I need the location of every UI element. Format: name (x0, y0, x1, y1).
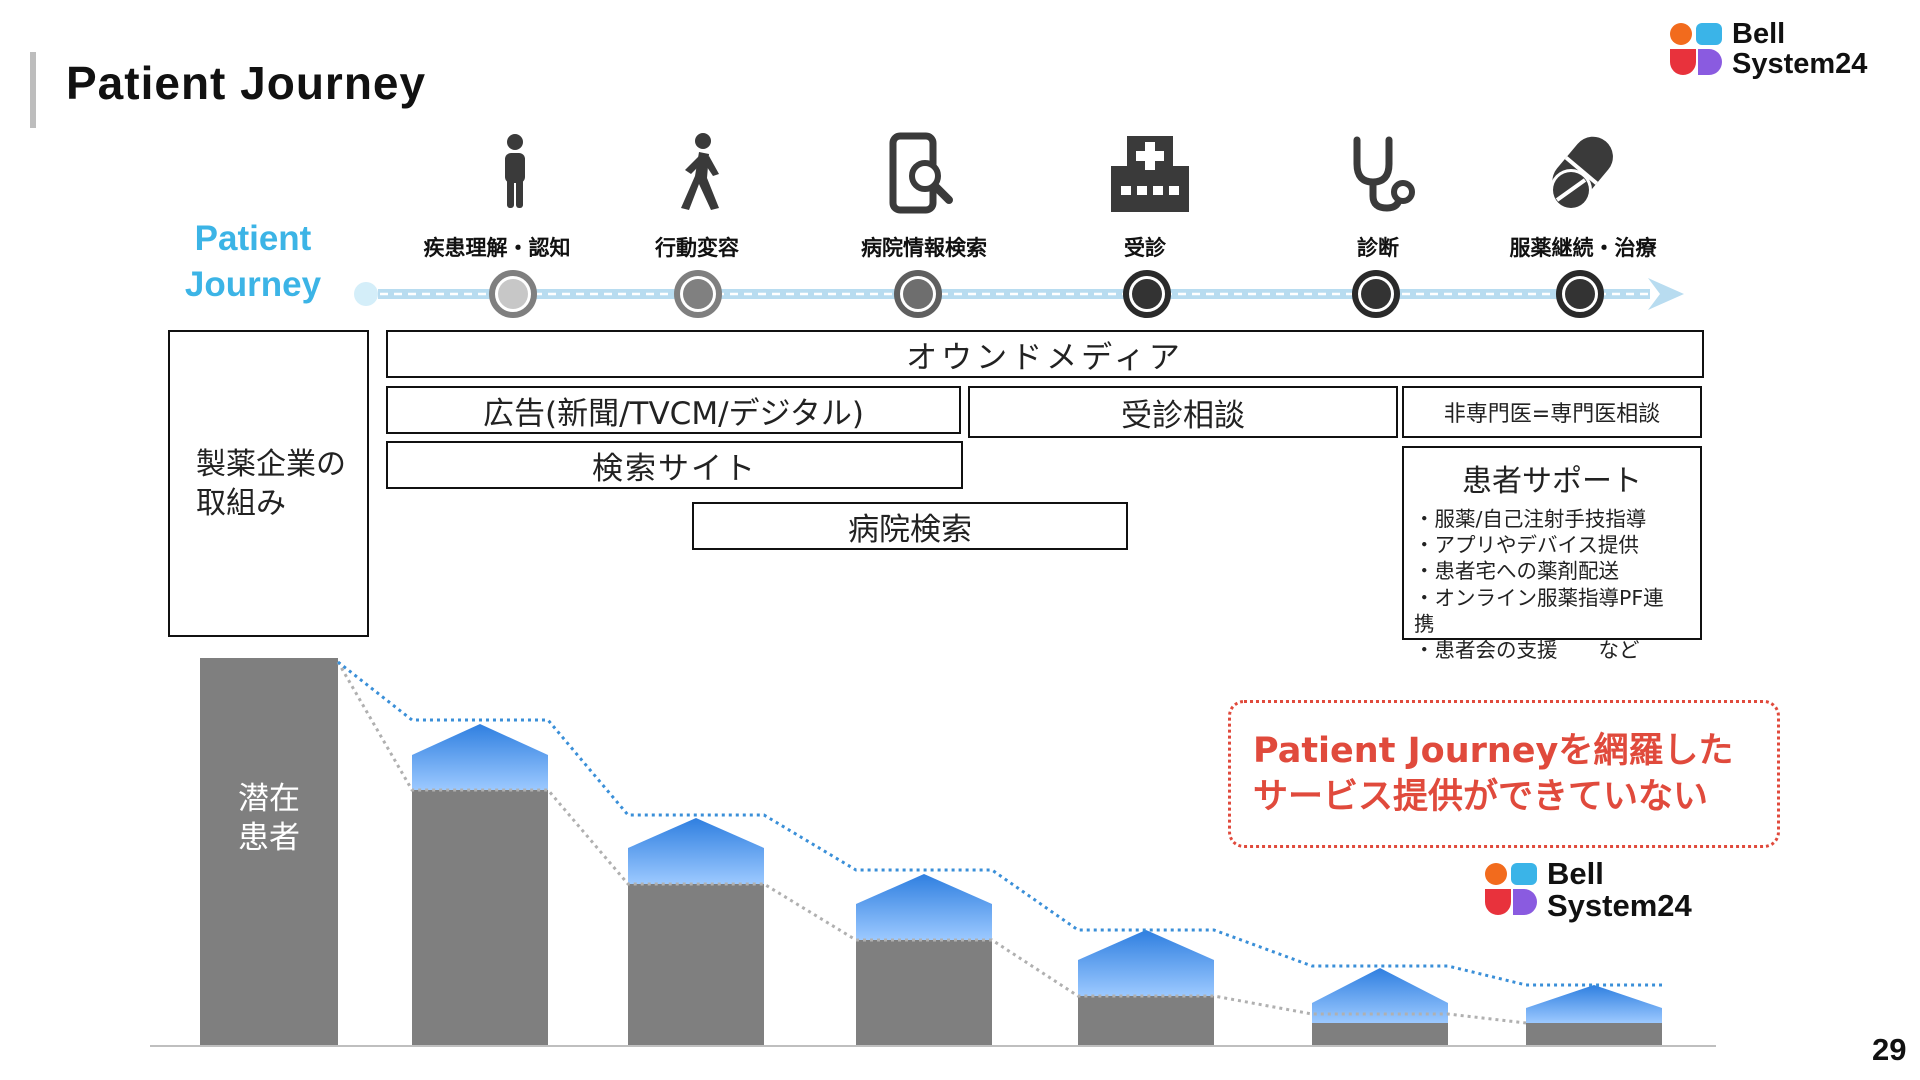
owned-media-box: オウンドメディア (386, 330, 1704, 378)
funnel-bar-2 (628, 884, 764, 1046)
phone-search-icon (889, 132, 953, 214)
page-title: Patient Journey (66, 57, 427, 109)
funnel-cap-5 (1312, 968, 1448, 1023)
support-item: ・オンライン服薬指導PF連 (1414, 585, 1664, 610)
timeline-arrowhead (1648, 278, 1684, 310)
stage-label-3: 病院情報検索 (861, 236, 987, 260)
logo-text-line1: Bell (1732, 18, 1786, 50)
pills-icon (1550, 136, 1613, 211)
callout-line2: サービス提供ができていない (1253, 776, 1709, 817)
patient-journey-label: Patient Journey (178, 216, 328, 307)
funnel-bar-5 (1312, 1023, 1448, 1046)
funnel-trend-gray (336, 661, 1527, 1025)
funnel-bar-3 (856, 940, 992, 1046)
funnel-bar-latent (200, 658, 338, 1046)
logo-text-line2: System24 (1732, 47, 1868, 80)
pharma-label-line1: 製薬企業の (196, 446, 346, 482)
stage-label-4: 受診 (1124, 236, 1166, 260)
logo-text-line2: System24 (1547, 887, 1692, 923)
latent-patients-label: 潜在 患者 (200, 780, 338, 858)
stage-label-2: 行動変容 (655, 236, 739, 260)
patient-journey-label-line1: Patient (194, 219, 312, 258)
pharma-initiatives-box: 製薬企業の 取組み (168, 330, 369, 637)
support-item: 携 (1414, 611, 1435, 636)
hospital-icon (1111, 136, 1189, 212)
stage-label-1: 疾患理解・認知 (423, 236, 571, 260)
stage-label-5: 診断 (1357, 236, 1399, 260)
funnel-chart (150, 658, 1716, 1047)
logo-mark-icon (1485, 862, 1539, 917)
search-site-box: 検索サイト (386, 441, 963, 489)
stage-label-6: 服薬継続・治療 (1509, 236, 1657, 260)
page-number: 29 (1872, 1032, 1907, 1067)
walking-person-icon (681, 133, 719, 210)
latent-label-line1: 潜在 (238, 781, 300, 817)
hospital-search-box: 病院検索 (692, 502, 1128, 550)
callout-message: Patient Journeyを網羅した サービス提供ができていない (1228, 700, 1780, 848)
funnel-cap-6 (1526, 985, 1662, 1023)
patient-support-title: 患者サポート (1462, 464, 1642, 499)
support-item: ・患者会の支援 など (1414, 638, 1640, 663)
stethoscope-icon (1353, 136, 1415, 212)
company-logo-mid: Bell System24 (1485, 858, 1692, 921)
support-item: ・患者宅への薬剤配送 (1414, 559, 1619, 584)
funnel-cap-1 (412, 724, 548, 790)
advertising-box: 広告(新聞/TVCM/デジタル) (386, 386, 961, 434)
logo-text-line1: Bell (1547, 856, 1604, 891)
funnel-cap-2 (628, 818, 764, 884)
support-item: ・アプリやデバイス提供 (1414, 533, 1639, 558)
specialist-consult-box: 非専門医=専門医相談 (1402, 386, 1702, 438)
consultation-box: 受診相談 (968, 386, 1398, 438)
title-accent-bar (30, 52, 36, 128)
journey-timeline (354, 270, 1684, 318)
latent-label-line2: 患者 (238, 819, 300, 856)
funnel-bar-6 (1526, 1023, 1662, 1046)
company-logo-top: Bell System24 (1670, 18, 1868, 80)
pharma-label-line2: 取組み (196, 485, 286, 521)
timeline-start-dot (354, 282, 378, 306)
support-item: ・服薬/自己注射手技指導 (1414, 507, 1647, 531)
patient-support-box: 患者サポート ・服薬/自己注射手技指導 ・アプリやデバイス提供 ・患者宅への薬剤… (1402, 446, 1702, 662)
logo-mark-icon (1670, 22, 1724, 77)
person-icon (505, 134, 525, 208)
funnel-cap-4 (1078, 930, 1214, 996)
funnel-cap-3 (856, 874, 992, 940)
callout-line1: Patient Journeyを網羅した (1253, 731, 1734, 771)
patient-journey-label-line2: Journey (184, 264, 322, 304)
funnel-bar-1 (412, 790, 548, 1046)
funnel-bar-4 (1078, 996, 1214, 1046)
